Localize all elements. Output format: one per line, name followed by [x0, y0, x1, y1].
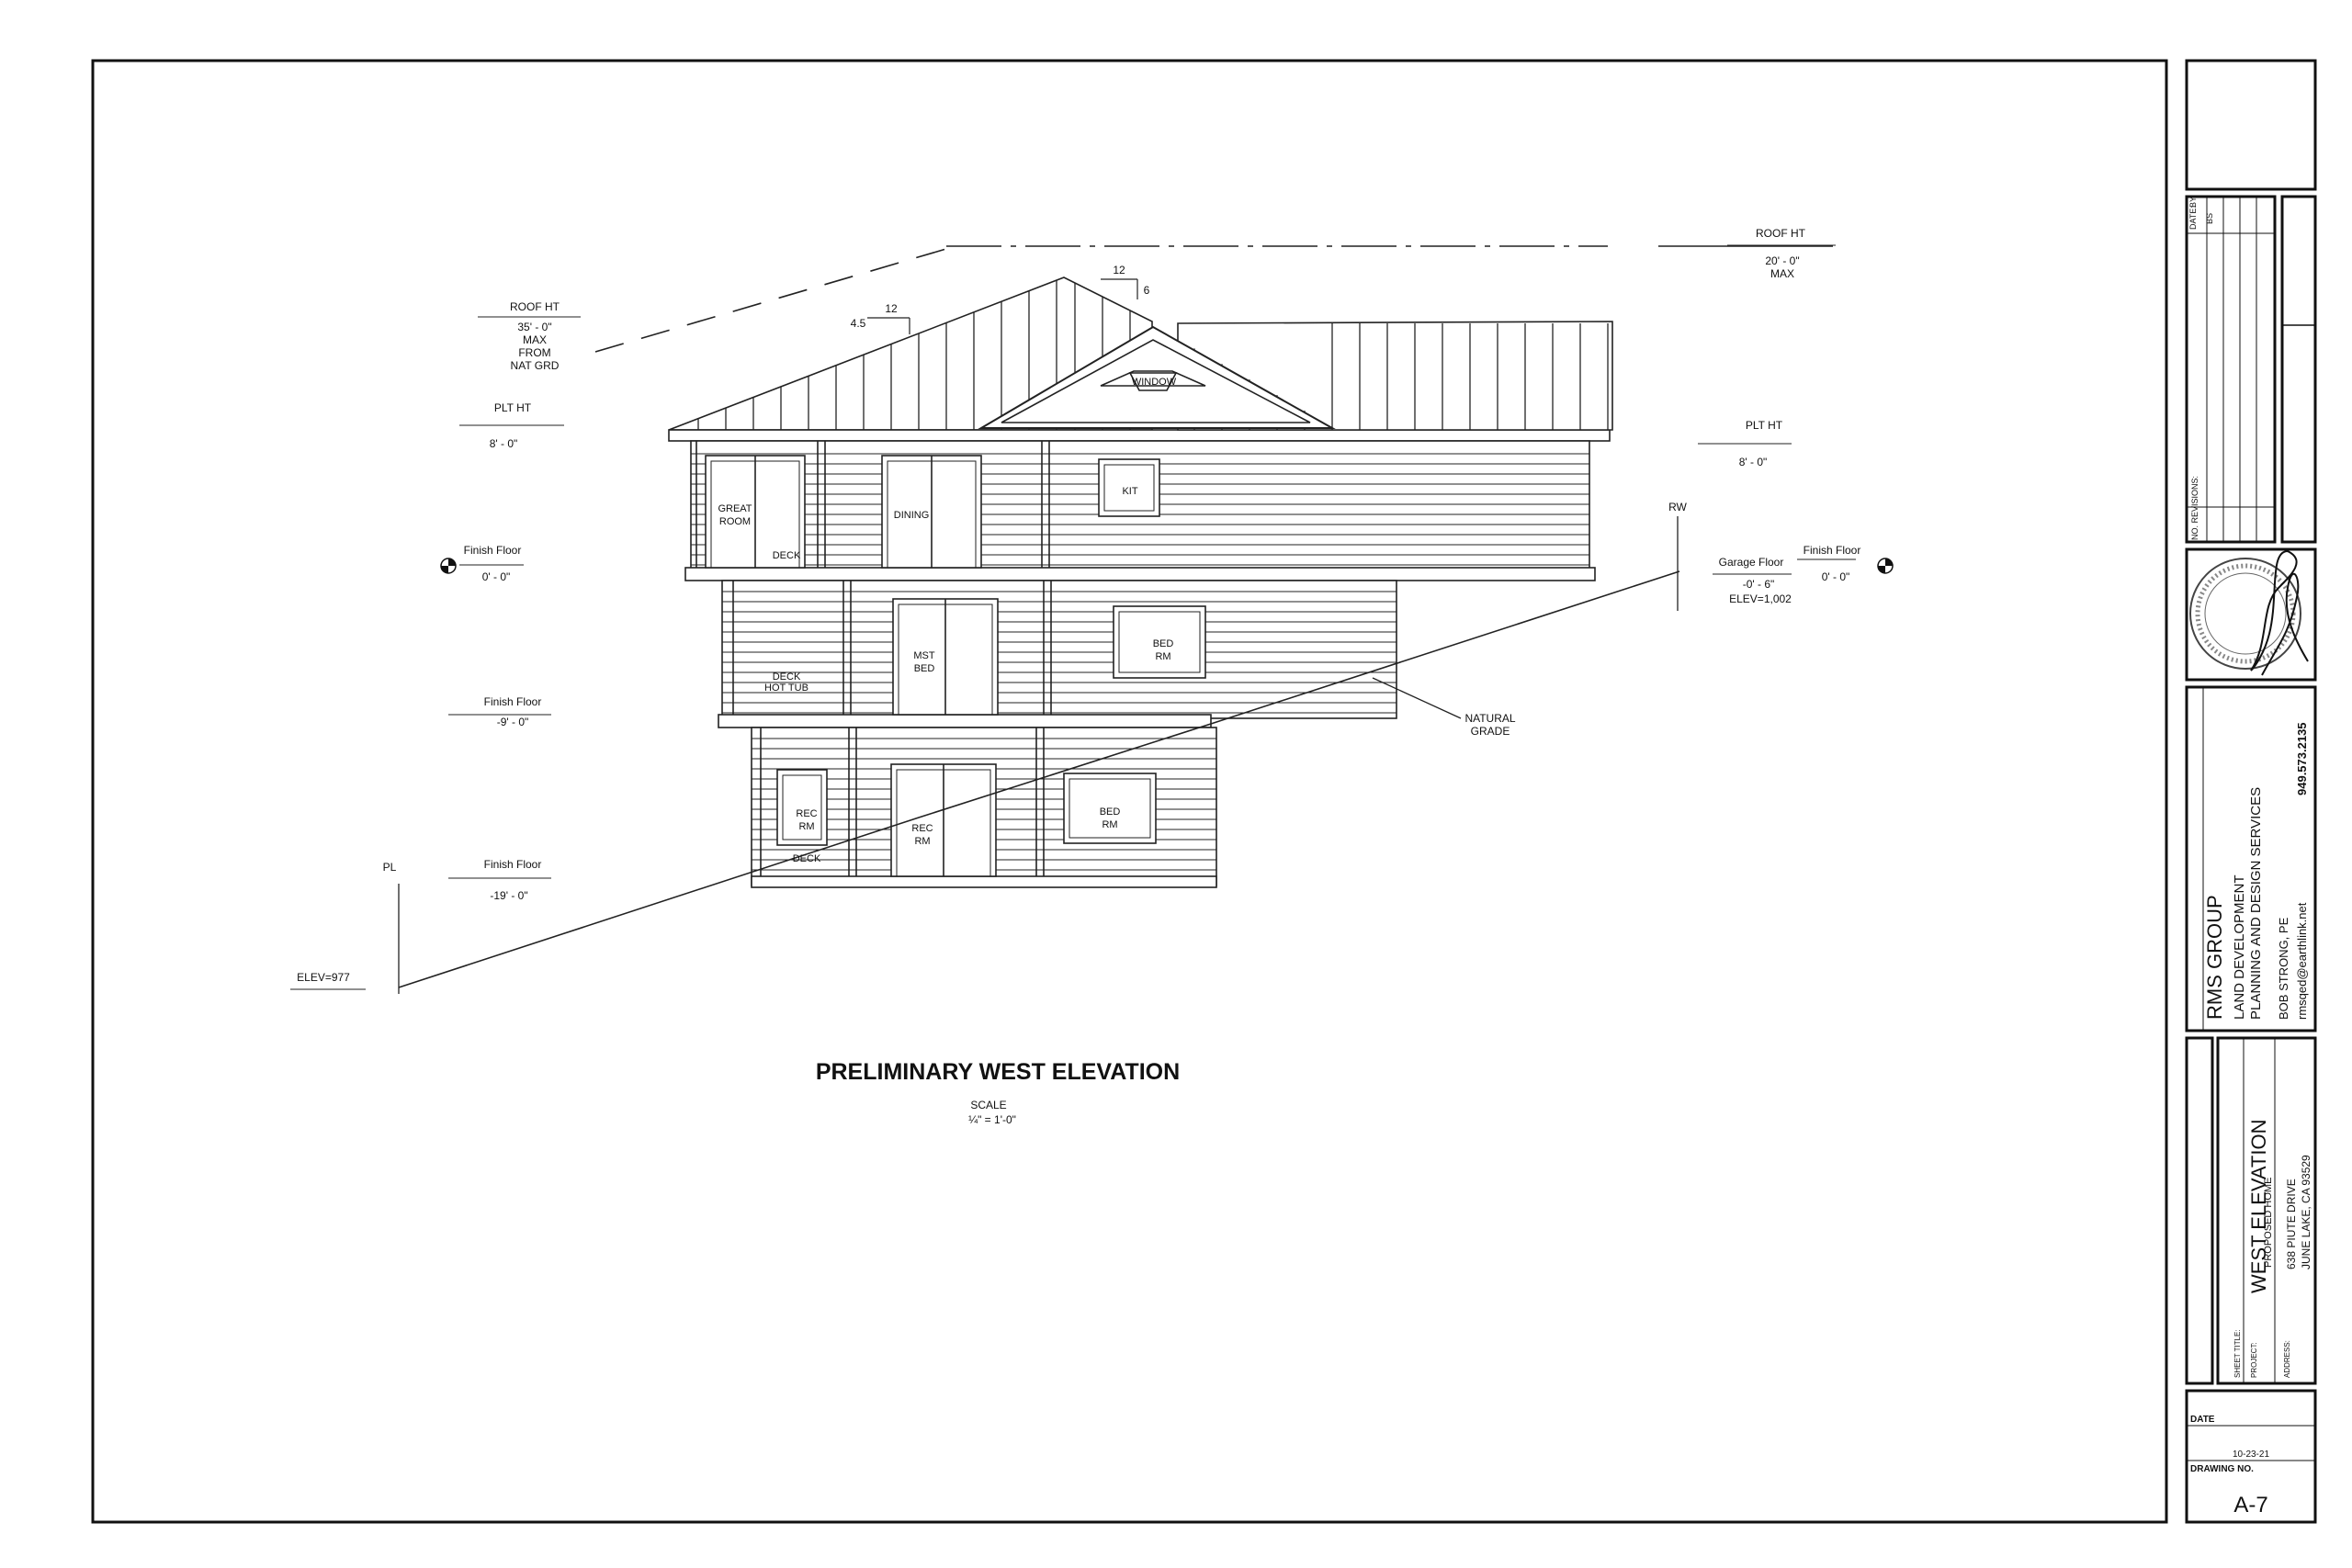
rec-rm-a-2: RM [798, 821, 814, 832]
ff1-label: Finish Floor [464, 544, 522, 557]
no-revisions-header: NO. REVISIONS: [2190, 476, 2199, 540]
address-line1: 638 PIUTE DRIVE [2285, 1179, 2298, 1269]
by-header: BY: [2188, 195, 2198, 208]
roof-ht-line-left [594, 245, 956, 353]
upper-floor-band [684, 567, 1596, 581]
natural-grade-1: NATURAL [1464, 712, 1515, 725]
mst-bed-2: BED [914, 663, 935, 674]
elev-low-label: ELEV=977 [297, 971, 350, 984]
left-plt-ht-value: 8' - 0" [490, 437, 518, 450]
right-roof-ht-value-1: 20' - 0" [1765, 254, 1799, 267]
project-name: PROPOSED HOME [2263, 1178, 2274, 1268]
scale-label: SCALE [970, 1099, 1006, 1111]
address-line2: JUNE LAKE, CA 93529 [2300, 1155, 2312, 1269]
siding-middle [722, 591, 1396, 714]
ff2-label: Finish Floor [484, 695, 542, 708]
ff1-value: 0' - 0" [482, 570, 511, 583]
project-label: PROJECT: [2250, 1342, 2258, 1378]
rec-rm-b-1: REC [911, 823, 933, 834]
left-roof-ht-value-3: FROM [518, 346, 550, 359]
garage-floor-elev: ELEV=1,002 [1729, 592, 1792, 605]
by-value: BS [2205, 213, 2214, 224]
drawing-no-label: DRAWING NO. [2190, 1464, 2254, 1474]
elevation-marker-left [440, 558, 457, 574]
dining-label: DINING [894, 510, 930, 521]
pl-label: PL [383, 861, 397, 874]
right-plt-ht-value: 8' - 0" [1739, 456, 1768, 468]
elevation-marker-right [1877, 558, 1894, 574]
rec-rm-a-1: REC [796, 808, 817, 819]
left-roof-ht-value-4: NAT GRD [511, 359, 560, 372]
great-room-2: ROOM [719, 516, 751, 527]
bed-rm-low-2: RM [1102, 819, 1117, 830]
middle-floor-band [718, 714, 1212, 728]
pitch-right-rise: 6 [1144, 284, 1150, 297]
room-labels: WINDOW GREAT ROOM DECK DINING KIT DECK H… [718, 377, 1176, 864]
natural-grade-leader [1372, 677, 1462, 719]
bed-rm-mid-1: BED [1153, 638, 1174, 649]
natural-grade-2: GRADE [1471, 725, 1510, 738]
left-roof-ht-value-1: 35' - 0" [517, 321, 551, 333]
company-email: rmsqed@earthlink.net [2295, 902, 2309, 1020]
sheet-border [91, 59, 2168, 1524]
right-ff-value: 0' - 0" [1822, 570, 1850, 583]
company-line2: PLANNING AND DESIGN SERVICES [2248, 787, 2264, 1020]
bed-rm-mid-2: RM [1155, 651, 1170, 662]
drawing-number: A-7 [2233, 1493, 2267, 1517]
deck-hot-tub-2: HOT TUB [764, 682, 808, 694]
pitch-right-run: 12 [1113, 264, 1125, 276]
pitch-left-run: 12 [885, 302, 898, 315]
left-roof [668, 276, 1611, 442]
date-value: 10-23-21 [2233, 1450, 2269, 1460]
pitch-left-rise: 4.5 [851, 317, 866, 330]
company-phone: 949.573.2135 [2295, 722, 2309, 795]
left-roof-ht-label: ROOF HT [510, 300, 560, 313]
left-plt-ht-label: PLT HT [494, 401, 532, 414]
company-name: RMS GROUP [2203, 895, 2226, 1020]
right-roof-ht-label: ROOF HT [1756, 227, 1806, 240]
date-label: DATE [2190, 1415, 2215, 1425]
title-block-text: DATE: BY: BS NO. REVISIONS: RMS GROUP LA… [2188, 195, 2312, 1517]
rw-label: RW [1668, 501, 1687, 513]
engineer-stamp [2189, 549, 2309, 676]
sheet-title-label: SHEET TITLE: [2233, 1329, 2242, 1378]
natural-grade-line [398, 570, 1680, 988]
middle-floor [721, 580, 1397, 719]
front-gable [978, 325, 1336, 429]
deck-upper: DECK [773, 550, 801, 561]
address-label: ADDRESS: [2283, 1340, 2291, 1378]
bed-rm-low-1: BED [1100, 807, 1121, 818]
engineer-name: BOB STRONG, PE [2277, 917, 2290, 1020]
right-ff-label: Finish Floor [1804, 544, 1861, 557]
garage-floor-label: Garage Floor [1719, 556, 1784, 569]
ff3-value: -19' - 0" [490, 889, 527, 902]
garage-floor-value: -0' - 6" [1743, 578, 1775, 591]
ff2-value: -9' - 0" [497, 716, 529, 728]
right-plt-ht-label: PLT HT [1746, 419, 1783, 432]
drawing-labels: ROOF HT 35' - 0" MAX FROM NAT GRD PLT HT… [297, 227, 1860, 984]
title-block [2185, 59, 2317, 1524]
drawing-title: PRELIMINARY WEST ELEVATION [816, 1059, 1180, 1085]
deck-hot-tub-1: DECK [773, 671, 801, 682]
right-roof-ht-value-2: MAX [1770, 267, 1794, 280]
ff3-label: Finish Floor [484, 858, 542, 871]
kit-label: KIT [1122, 486, 1137, 497]
great-room-1: GREAT [718, 503, 752, 514]
scale-value: ¼" = 1'-0" [968, 1113, 1016, 1126]
date-header: DATE: [2188, 206, 2198, 230]
deck-lower: DECK [793, 853, 821, 864]
elevation-drawing [290, 244, 1856, 994]
rec-rm-b-2: RM [914, 836, 930, 847]
window-label: WINDOW [1132, 377, 1177, 388]
company-line1: LAND DEVELOPMENT [2232, 874, 2247, 1020]
sheet-title: WEST ELEVATION [2247, 1120, 2270, 1293]
lower-floor-band [751, 875, 1217, 888]
left-roof-ht-value-2: MAX [523, 333, 547, 346]
mst-bed-1: MST [913, 650, 935, 661]
